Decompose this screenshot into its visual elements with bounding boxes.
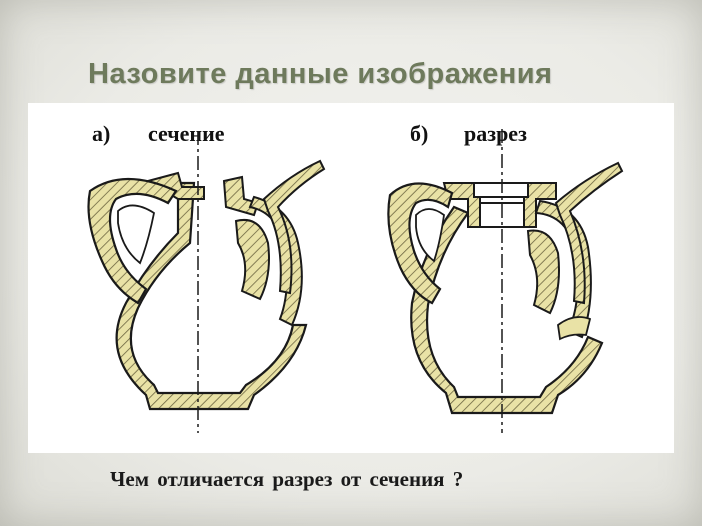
section-letter: а) (92, 121, 110, 146)
section-figure: а) сечение (87, 121, 326, 433)
question-text: Чем отличается разрез от сечения ? (110, 467, 464, 491)
section-spout (262, 159, 326, 295)
section-handle (87, 177, 178, 305)
cut-neck (442, 182, 557, 228)
section-inner-wall (234, 219, 270, 301)
cut-body-wall (410, 205, 604, 415)
cut-handle (387, 182, 454, 305)
section-body-wall (115, 181, 308, 411)
cut-letter: б) (410, 121, 428, 146)
figure-panel: а) сечение б) разр (28, 103, 674, 453)
section-caption: сечение (148, 121, 225, 146)
teapot-drawings: а) сечение б) разр (87, 121, 624, 433)
cut-handle-opening (415, 208, 445, 263)
cut-figure: б) разрез (387, 121, 624, 433)
cut-inner-wall (526, 229, 560, 315)
cut-caption: разрез (464, 121, 527, 146)
slide-title: Назовите данные изображения (88, 58, 553, 90)
section-right-lid (222, 175, 260, 217)
cut-lid (473, 182, 529, 198)
cut-spout (554, 161, 624, 305)
cut-spout-base (557, 316, 592, 341)
section-neck (145, 171, 205, 200)
section-handle-opening (117, 204, 156, 265)
